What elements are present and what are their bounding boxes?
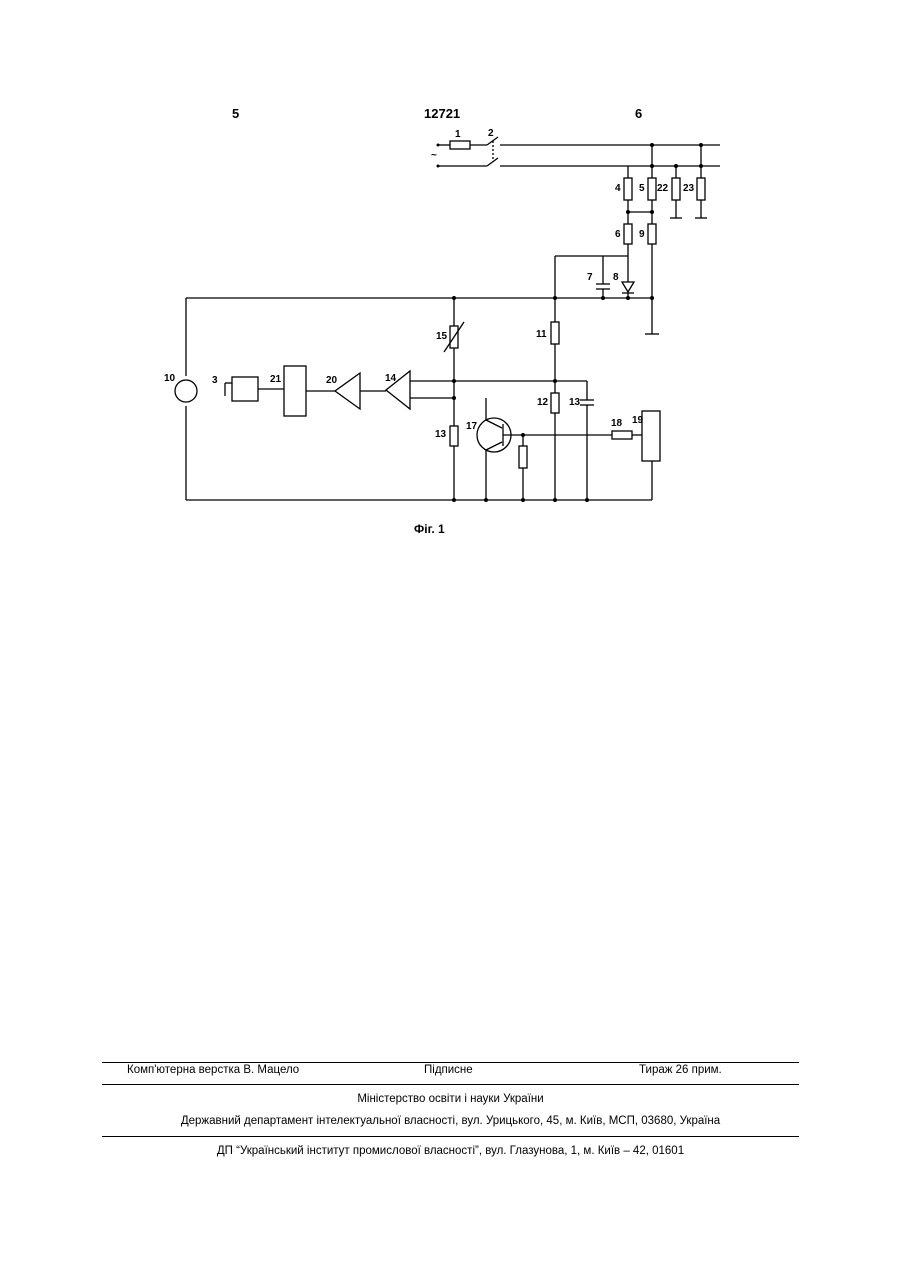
label-th15: 15 <box>436 331 448 342</box>
label-c13: 13 <box>569 397 581 408</box>
label-r12: 12 <box>537 397 549 408</box>
label-fuse: 1 <box>455 129 461 140</box>
label-meter10: 10 <box>164 373 176 384</box>
footer-department: Державний департамент інтелектуальної вл… <box>102 1115 799 1127</box>
circuit-diagram: ~ 1 2 4 5 22 23 6 9 7 8 11 15 10 3 21 20… <box>0 0 901 600</box>
label-r11: 11 <box>536 329 547 340</box>
footer-signed: Підписне <box>424 1064 473 1076</box>
label-r18: 18 <box>611 418 623 429</box>
label-r5: 5 <box>639 183 645 194</box>
footer-circulation: Тираж 26 прим. <box>639 1064 722 1076</box>
label-d8: 8 <box>613 272 619 283</box>
label-r4: 4 <box>615 183 621 194</box>
footer-layout: Комп'ютерна верстка В. Мацело <box>127 1064 299 1076</box>
label-r23: 23 <box>683 183 695 194</box>
label-r22: 22 <box>657 183 669 194</box>
label-amp20: 20 <box>326 375 338 386</box>
footer-rule-top <box>102 1062 799 1063</box>
label-block3: 3 <box>212 375 218 386</box>
label-c7: 7 <box>587 272 593 283</box>
label-r6: 6 <box>615 229 621 240</box>
label-block19: 19 <box>632 415 644 426</box>
label-amp14: 14 <box>385 373 397 384</box>
label-r13: 13 <box>435 429 447 440</box>
label-r9: 9 <box>639 229 645 240</box>
footer-ministry: Міністерство освіти і науки України <box>102 1093 799 1105</box>
footer-rule-middle <box>102 1084 799 1085</box>
ac-symbol: ~ <box>431 150 437 161</box>
footer-institute: ДП “Український інститут промислової вла… <box>102 1145 799 1157</box>
label-block21: 21 <box>270 374 282 385</box>
figure-caption: Фіг. 1 <box>414 522 445 536</box>
label-switch: 2 <box>488 128 494 139</box>
label-t17: 17 <box>466 421 478 432</box>
footer-rule-bottom <box>102 1136 799 1137</box>
